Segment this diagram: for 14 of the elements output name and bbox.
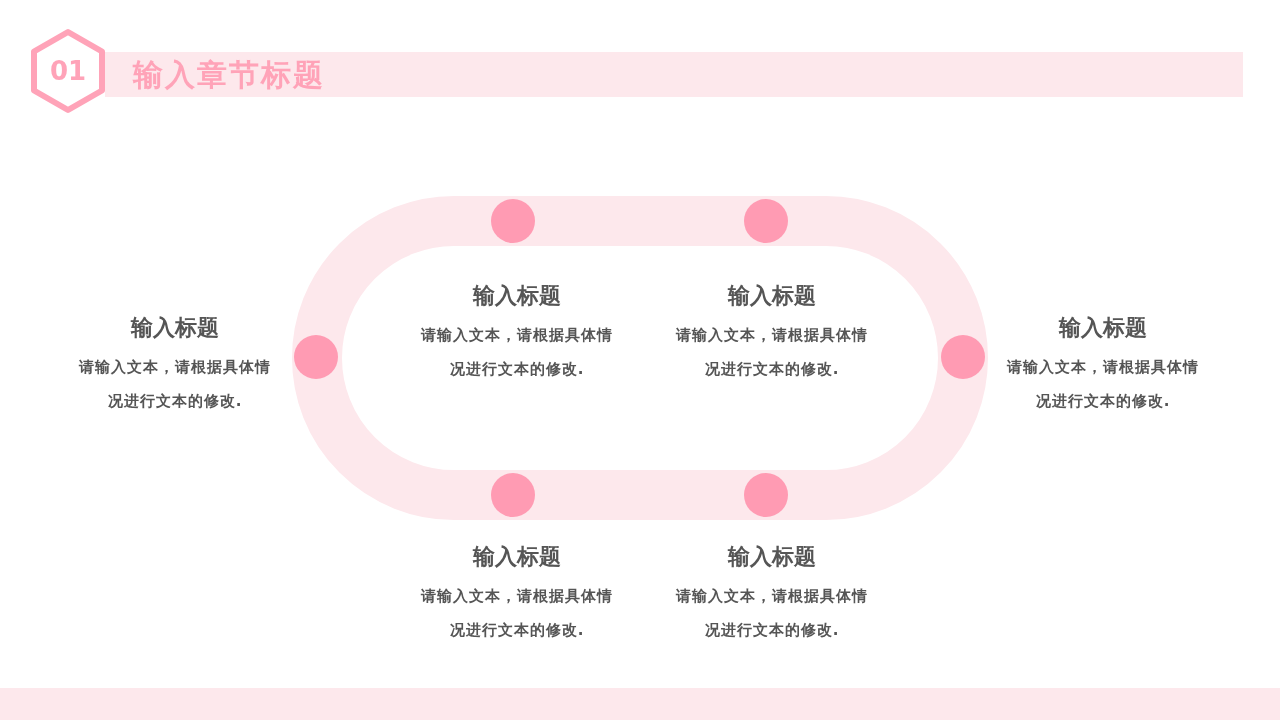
section-title: 输入章节标题: [133, 56, 325, 94]
item-description: 请输入文本，请根据具体情况进行文本的修改.: [1005, 357, 1200, 412]
item-description: 请输入文本，请根据具体情况进行文本的修改.: [77, 357, 272, 412]
item-heading: 输入标题: [726, 282, 817, 310]
item-heading: 输入标题: [129, 314, 220, 342]
item-description: 请输入文本，请根据具体情况进行文本的修改.: [674, 586, 869, 641]
item-description: 请输入文本，请根据具体情况进行文本的修改.: [419, 586, 614, 641]
item-heading: 输入标题: [726, 543, 817, 571]
item-description: 请输入文本，请根据具体情况进行文本的修改.: [674, 325, 869, 380]
item-description: 请输入文本，请根据具体情况进行文本的修改.: [419, 325, 614, 380]
item-heading: 输入标题: [471, 282, 562, 310]
item-heading: 输入标题: [471, 543, 562, 571]
hexagon-badge: 01: [30, 28, 106, 114]
item-heading: 输入标题: [1057, 314, 1148, 342]
